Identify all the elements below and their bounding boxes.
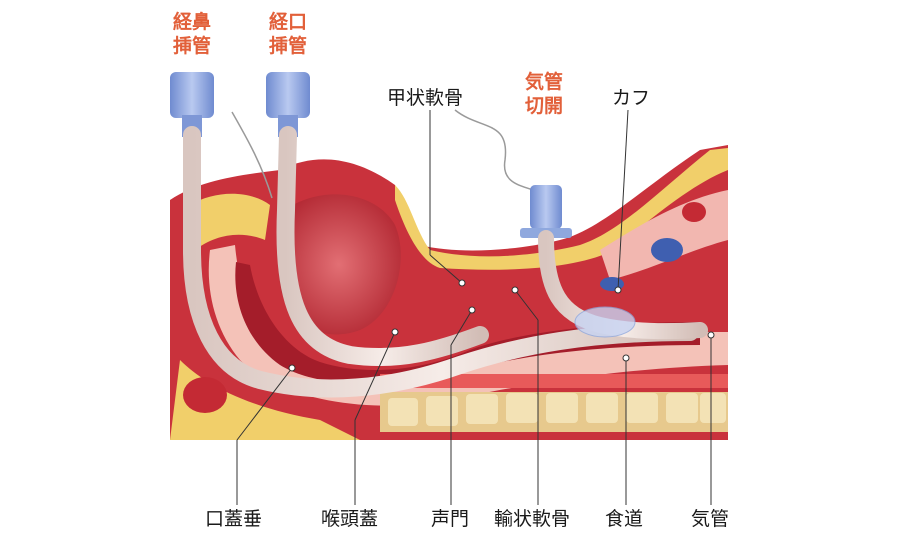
label-uvula: 口蓋垂 — [205, 507, 262, 531]
tracheostomy-wire — [455, 110, 540, 195]
label-vocal-cords: 声門 — [431, 507, 469, 531]
label-tracheostomy-line1: 気管 — [514, 70, 574, 94]
label-nasal-intubation-line2: 挿管 — [162, 34, 222, 58]
label-trachea: 気管 — [691, 507, 729, 531]
label-oral-intubation: 経口 挿管 — [258, 10, 318, 58]
label-nasal-intubation: 経鼻 挿管 — [162, 10, 222, 58]
anatomy-background — [170, 145, 728, 440]
label-cricoid-cartilage: 輸状軟骨 — [494, 507, 570, 531]
artery — [682, 202, 706, 222]
cuff-balloon — [575, 307, 635, 337]
label-tracheostomy-line2: 切開 — [514, 94, 574, 118]
label-thyroid-cartilage: 甲状軟骨 — [387, 86, 463, 110]
label-oral-intubation-line2: 挿管 — [258, 34, 318, 58]
label-tracheostomy: 気管 切開 — [514, 70, 574, 118]
label-epiglottis: 喉頭蓋 — [321, 507, 378, 531]
vein-1 — [651, 238, 683, 262]
label-esophagus: 食道 — [605, 507, 643, 531]
label-oral-intubation-line1: 経口 — [258, 10, 318, 34]
label-cuff: カフ — [612, 86, 650, 110]
label-nasal-intubation-line1: 経鼻 — [162, 10, 222, 34]
